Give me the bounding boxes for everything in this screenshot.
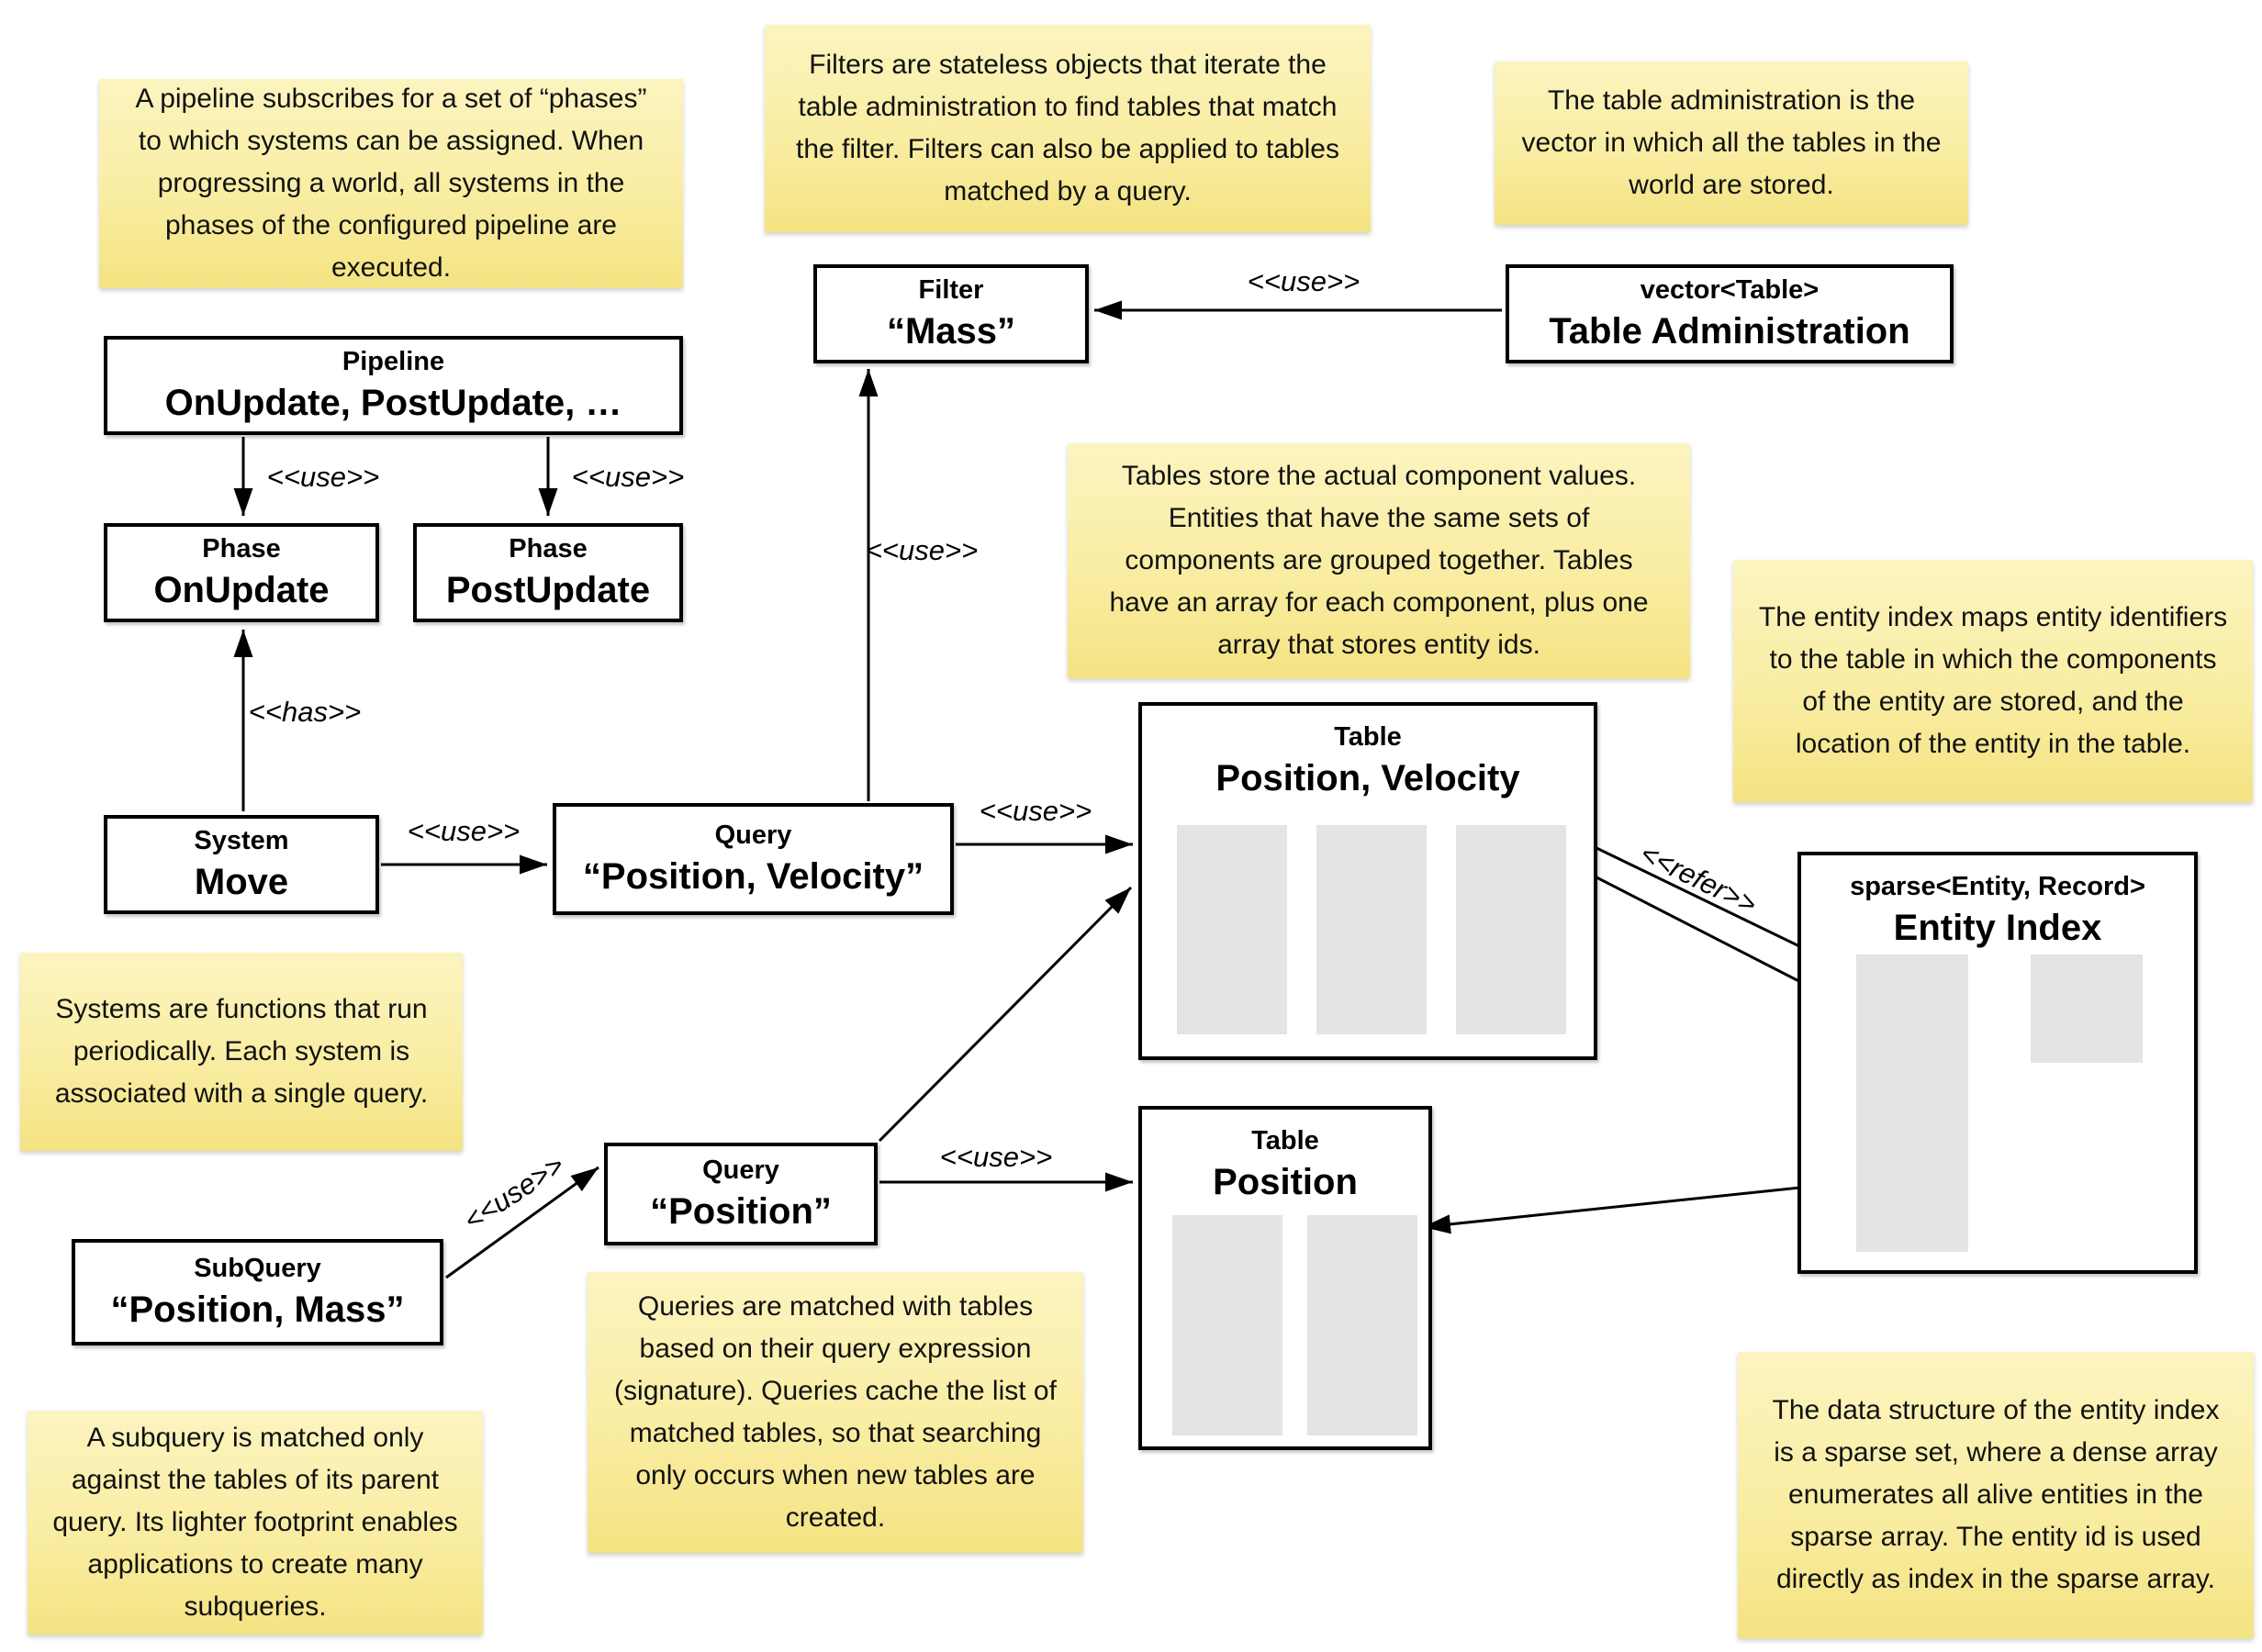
box-subquery-position-mass: SubQuery “Position, Mass” xyxy=(72,1239,443,1345)
dense-array-bar xyxy=(2031,954,2143,1063)
component-array-bar xyxy=(1316,825,1427,1034)
arrow-entityindex-to-tablepos xyxy=(1422,1180,1853,1234)
box-pipeline-name: OnUpdate, PostUpdate, … xyxy=(164,383,622,424)
box-phase-onupdate-stereotype: Phase xyxy=(202,533,281,564)
box-phase-postupdate: Phase PostUpdate xyxy=(413,523,683,622)
box-query-position: Query “Position” xyxy=(604,1143,878,1245)
edge-label-use-querypv-tablepv: <<use>> xyxy=(979,795,1092,827)
note-subquery-text: A subquery is matched only against the t… xyxy=(52,1423,458,1622)
box-query-position-velocity-stereotype: Query xyxy=(714,820,792,850)
box-system-move: System Move xyxy=(104,815,379,914)
box-entity-index-name: Entity Index xyxy=(1893,908,2102,949)
box-phase-postupdate-stereotype: Phase xyxy=(509,533,588,564)
box-system-move-stereotype: System xyxy=(194,825,289,855)
edge-label-refer-entityindex-table: <<refer>> xyxy=(1635,836,1763,921)
box-filter-mass-stereotype: Filter xyxy=(918,274,984,305)
sparse-array-bar xyxy=(1856,954,1968,1252)
edge-label-has-system-phase: <<has>> xyxy=(248,696,362,728)
note-systems-text: Systems are functions that run periodica… xyxy=(54,994,429,1109)
note-filters-text: Filters are stateless objects that itera… xyxy=(795,50,1339,206)
note-sparse-set: The data structure of the entity index i… xyxy=(1738,1352,2254,1638)
box-phase-onupdate: Phase OnUpdate xyxy=(104,523,379,622)
edge-label-use-pipeline-postupdate: <<use>> xyxy=(571,461,685,493)
note-queries-text: Queries are matched with tables based on… xyxy=(614,1291,1057,1533)
arrow-querypos-to-tablepv xyxy=(878,886,1133,1143)
note-table-administration: The table administration is the vector i… xyxy=(1495,61,1968,225)
edge-label-use-tableadmin-filter: <<use>> xyxy=(1247,265,1361,297)
note-sparse-set-text: The data structure of the entity index i… xyxy=(1772,1395,2220,1594)
note-table-administration-text: The table administration is the vector i… xyxy=(1521,85,1942,200)
box-table-position-stereotype: Table xyxy=(1251,1126,1319,1155)
box-phase-postupdate-name: PostUpdate xyxy=(445,570,651,611)
component-array-bar xyxy=(1456,825,1566,1034)
box-query-position-stereotype: Query xyxy=(702,1155,779,1185)
edge-label-use-querypos-tablepos: <<use>> xyxy=(939,1141,1053,1173)
box-filter-mass: Filter “Mass” xyxy=(813,264,1089,363)
note-tables-text: Tables store the actual component values… xyxy=(1109,461,1649,660)
box-table-administration-name: Table Administration xyxy=(1549,311,1910,352)
note-pipeline: A pipeline subscribes for a set of “phas… xyxy=(99,79,683,288)
box-entity-index: sparse<Entity, Record> Entity Index xyxy=(1797,852,2198,1274)
box-query-position-velocity: Query “Position, Velocity” xyxy=(553,803,954,915)
box-pipeline-stereotype: Pipeline xyxy=(342,346,445,376)
box-table-position-velocity: Table Position, Velocity xyxy=(1138,702,1597,1060)
component-array-bar xyxy=(1177,825,1287,1034)
edge-label-use-subquery-querypos: <<use>> xyxy=(457,1148,570,1237)
edge-label-use-system-query: <<use>> xyxy=(407,815,521,847)
note-filters: Filters are stateless objects that itera… xyxy=(765,25,1371,232)
box-query-position-name: “Position” xyxy=(650,1191,832,1233)
edge-label-use-query-filter: <<use>> xyxy=(865,534,979,566)
edge-label-use-pipeline-onupdate: <<use>> xyxy=(266,461,380,493)
box-system-move-name: Move xyxy=(194,862,289,903)
note-subquery: A subquery is matched only against the t… xyxy=(28,1411,483,1635)
box-table-position-velocity-name: Position, Velocity xyxy=(1215,758,1520,799)
box-entity-index-stereotype: sparse<Entity, Record> xyxy=(1850,872,2145,901)
note-queries: Queries are matched with tables based on… xyxy=(588,1272,1083,1553)
note-entity-index: The entity index maps entity identifiers… xyxy=(1733,560,2253,802)
box-phase-onupdate-name: OnUpdate xyxy=(153,570,330,611)
box-table-position-velocity-stereotype: Table xyxy=(1334,722,1402,752)
box-query-position-velocity-name: “Position, Velocity” xyxy=(582,856,924,898)
note-tables: Tables store the actual component values… xyxy=(1068,443,1690,678)
box-subquery-position-mass-name: “Position, Mass” xyxy=(110,1289,405,1331)
box-subquery-position-mass-stereotype: SubQuery xyxy=(194,1253,321,1283)
box-table-position: Table Position xyxy=(1138,1106,1432,1450)
component-array-bar xyxy=(1307,1215,1417,1435)
box-table-position-name: Position xyxy=(1213,1162,1358,1203)
box-table-administration: vector<Table> Table Administration xyxy=(1506,264,1954,363)
box-filter-mass-name: “Mass” xyxy=(886,311,1016,352)
note-pipeline-text: A pipeline subscribes for a set of “phas… xyxy=(135,84,647,283)
component-array-bar xyxy=(1172,1215,1282,1435)
box-table-administration-stereotype: vector<Table> xyxy=(1640,274,1820,305)
box-pipeline: Pipeline OnUpdate, PostUpdate, … xyxy=(104,336,683,435)
note-systems: Systems are functions that run periodica… xyxy=(20,953,463,1151)
note-entity-index-text: The entity index maps entity identifiers… xyxy=(1758,602,2228,759)
